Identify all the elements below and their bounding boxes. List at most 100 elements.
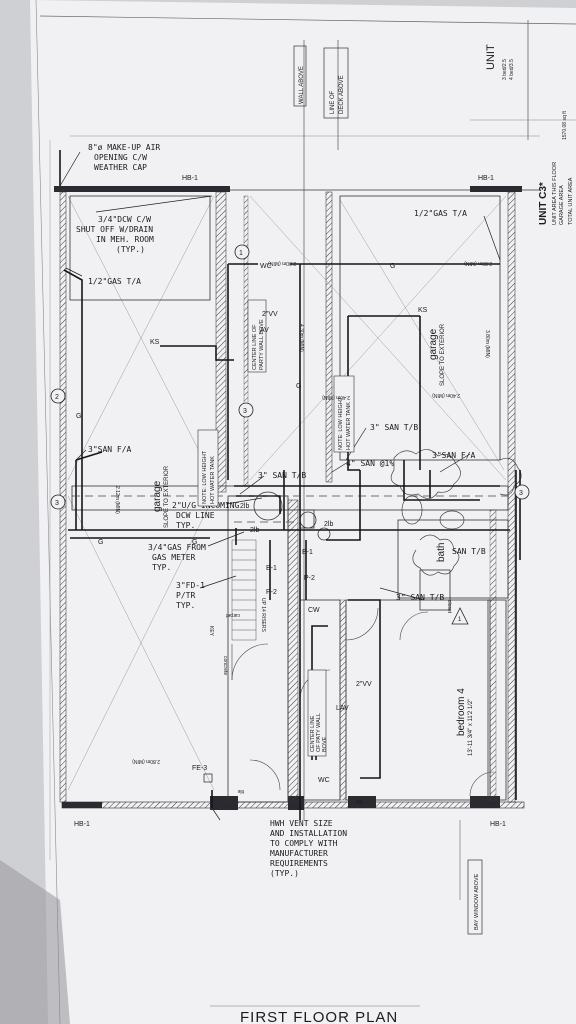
svg-text:REQUIREMENTS: REQUIREMENTS [270, 859, 328, 868]
svg-text:PARTY WALL BOVE: PARTY WALL BOVE [259, 319, 265, 370]
svg-text:2lb: 2lb [250, 527, 259, 534]
top-wall-left [54, 186, 230, 192]
svg-text:garage: garage [152, 480, 163, 512]
svg-text:BAY WINDOW ABOVE: BAY WINDOW ABOVE [474, 873, 480, 930]
svg-text:HWH VENT SIZE: HWH VENT SIZE [270, 819, 333, 828]
svg-text:G: G [296, 383, 301, 390]
garage-right-x [249, 195, 507, 481]
sheet-title: FIRST FLOOR PLAN [240, 1009, 398, 1024]
svg-text:3: 3 [55, 500, 59, 507]
svg-text:carpet: carpet [225, 612, 240, 618]
dashed-lines [72, 495, 510, 523]
svg-text:TYP.: TYP. [176, 521, 195, 530]
note-makeup-air: 8"ø MAKE-UP AIR OPENING C/W WEATHER CAP [88, 143, 160, 172]
svg-text:G: G [390, 263, 395, 270]
svg-text:LAV: LAV [336, 705, 349, 712]
svg-text:2.40m (MIN): 2.40m (MIN) [322, 394, 350, 400]
svg-text:2: 2 [55, 394, 59, 401]
note-dcw: 3/4"DCW C/W SHUT OFF W/DRAIN IN MEH. ROO… [76, 215, 154, 254]
svg-text:UNIT C3*: UNIT C3* [538, 182, 549, 225]
svg-text:bedroom 4: bedroom 4 [456, 688, 467, 736]
svg-text:UNIT AREA THIS FLOOR: UNIT AREA THIS FLOOR [552, 162, 558, 225]
svg-text:GARAGE AREA: GARAGE AREA [559, 185, 565, 225]
garage-left-x [67, 195, 215, 791]
note-san-tb-1: 3" SAN T/B [258, 471, 306, 480]
note-san-fa-2: 3"SAN F/A [432, 451, 476, 460]
shadow [0, 860, 70, 1024]
svg-text:P-2: P-2 [304, 575, 315, 582]
svg-text:CENTER LINE: CENTER LINE [310, 715, 316, 752]
note-san-tb-3: 3" SAN T/B [396, 593, 444, 602]
svg-text:WALL ABOVE: WALL ABOVE [299, 66, 305, 104]
svg-text:G: G [98, 539, 103, 546]
deck-above-label: LINE OF DECK ABOVE [323, 47, 349, 119]
svg-text:KEY: KEY [208, 626, 214, 637]
svg-text:TYP.: TYP. [152, 563, 171, 572]
svg-text:closet: closet [446, 600, 452, 614]
svg-text:WC: WC [260, 263, 272, 270]
bay-window-label: BAY WINDOW ABOVE [467, 859, 483, 935]
paper [30, 0, 576, 1024]
svg-text:HB-1: HB-1 [490, 821, 506, 828]
svg-text:HOT WATER TANK: HOT WATER TANK [346, 402, 352, 450]
svg-text:2.80m (MIN): 2.80m (MIN) [464, 260, 492, 266]
room-garage-right: garage SLOPE TO EXTERIOR [428, 323, 446, 386]
svg-text:13'-11 3/4" x 11'2 1/2": 13'-11 3/4" x 11'2 1/2" [468, 699, 474, 756]
svg-text:NOTE: LOW HEIGHT: NOTE: LOW HEIGHT [338, 396, 344, 450]
svg-text:(TYP.): (TYP.) [270, 869, 299, 878]
note-fd: 3"FD-1 P/TR TYP. [176, 581, 205, 610]
svg-text:B-1: B-1 [302, 549, 313, 556]
grid-bubble-right: 3 [514, 484, 530, 500]
door-swings [231, 607, 495, 797]
wall-above-label: WALL ABOVE [293, 45, 307, 107]
dimension-labels: 2.80m (MIN) 2.80m (MIN) 2.40m (MIN) 2.40… [114, 260, 492, 804]
svg-text:3: 3 [243, 408, 247, 415]
grid-bubble-3: 3 [50, 494, 66, 510]
svg-text:garage: garage [428, 328, 439, 360]
svg-text:WC: WC [318, 777, 330, 784]
svg-text:BOVE: BOVE [322, 736, 328, 752]
grid-bubble-2: 2 [50, 388, 66, 404]
note-center-line-upper: CENTER LINE OF PARTY WALL BOVE [247, 299, 267, 373]
svg-text:HB-1: HB-1 [74, 821, 90, 828]
svg-text:SHUT OFF W/DRAIN: SHUT OFF W/DRAIN [76, 225, 153, 234]
svg-text:B-1: B-1 [266, 565, 277, 572]
svg-text:TOTAL UNIT AREA: TOTAL UNIT AREA [568, 177, 574, 225]
svg-text:1: 1 [458, 617, 462, 623]
revision-triangle: 1 [451, 607, 469, 625]
unit-header: UNIT 3 bed/2.5 4 bed/3.5 [485, 44, 515, 80]
note-gas-right: 1/2"GAS T/A [414, 209, 467, 218]
svg-text:UNIT: UNIT [485, 44, 497, 70]
svg-text:tile: tile [237, 788, 244, 794]
svg-text:AV: AV [260, 327, 269, 334]
svg-text:CENTER LINE OF: CENTER LINE OF [252, 324, 258, 370]
svg-text:KS: KS [418, 307, 428, 314]
svg-text:4 bed/3.5: 4 bed/3.5 [509, 59, 515, 80]
svg-text:tile: tile [355, 798, 362, 804]
grid-bubble-3b: 3 [238, 402, 254, 418]
svg-text:NOTE: LOW HEIGHT: NOTE: LOW HEIGHT [202, 450, 208, 504]
note-san-fa: 3"SAN F/A [88, 445, 132, 454]
svg-text:CW: CW [308, 607, 320, 614]
svg-text:2.80m (MIN): 2.80m (MIN) [268, 260, 296, 266]
note-low-height-left: NOTE: LOW HEIGHT HOT WATER TANK [197, 429, 219, 507]
svg-text:SLOPE TO EXTERIOR: SLOPE TO EXTERIOR [440, 323, 446, 386]
svg-text:3.80m (MIN): 3.80m (MIN) [484, 330, 490, 358]
svg-text:OF PATY WALL: OF PATY WALL [316, 713, 322, 752]
fixture-tags: HB-1 HB-1 HB-1 HB-1 WC WC KS KS G G G G … [74, 175, 506, 828]
party-wall-left [215, 191, 227, 493]
note-gas-meter: 3/4"GAS FROM GAS METER TYP. [148, 543, 206, 572]
svg-text:1: 1 [239, 250, 243, 257]
svg-text:HB-1: HB-1 [182, 175, 198, 182]
leaders [59, 151, 501, 821]
svg-text:3"FD-1: 3"FD-1 [176, 581, 205, 590]
unit-area-block: UNIT C3* UNIT AREA THIS FLOOR GARAGE ARE… [538, 110, 574, 225]
svg-text:UP 14 RISERS: UP 14 RISERS [260, 598, 266, 632]
note-san-1pct: 4" SAN @1% [346, 459, 394, 468]
note-san-tb-4: SAN T/B [452, 547, 486, 556]
svg-text:G: G [76, 413, 81, 420]
svg-text:HB-1: HB-1 [478, 175, 494, 182]
svg-text:3 bed/2.5: 3 bed/2.5 [502, 59, 508, 80]
svg-text:2.80m (MIN): 2.80m (MIN) [132, 758, 160, 764]
note-san-tb-2: 3" SAN T/B [370, 423, 418, 432]
